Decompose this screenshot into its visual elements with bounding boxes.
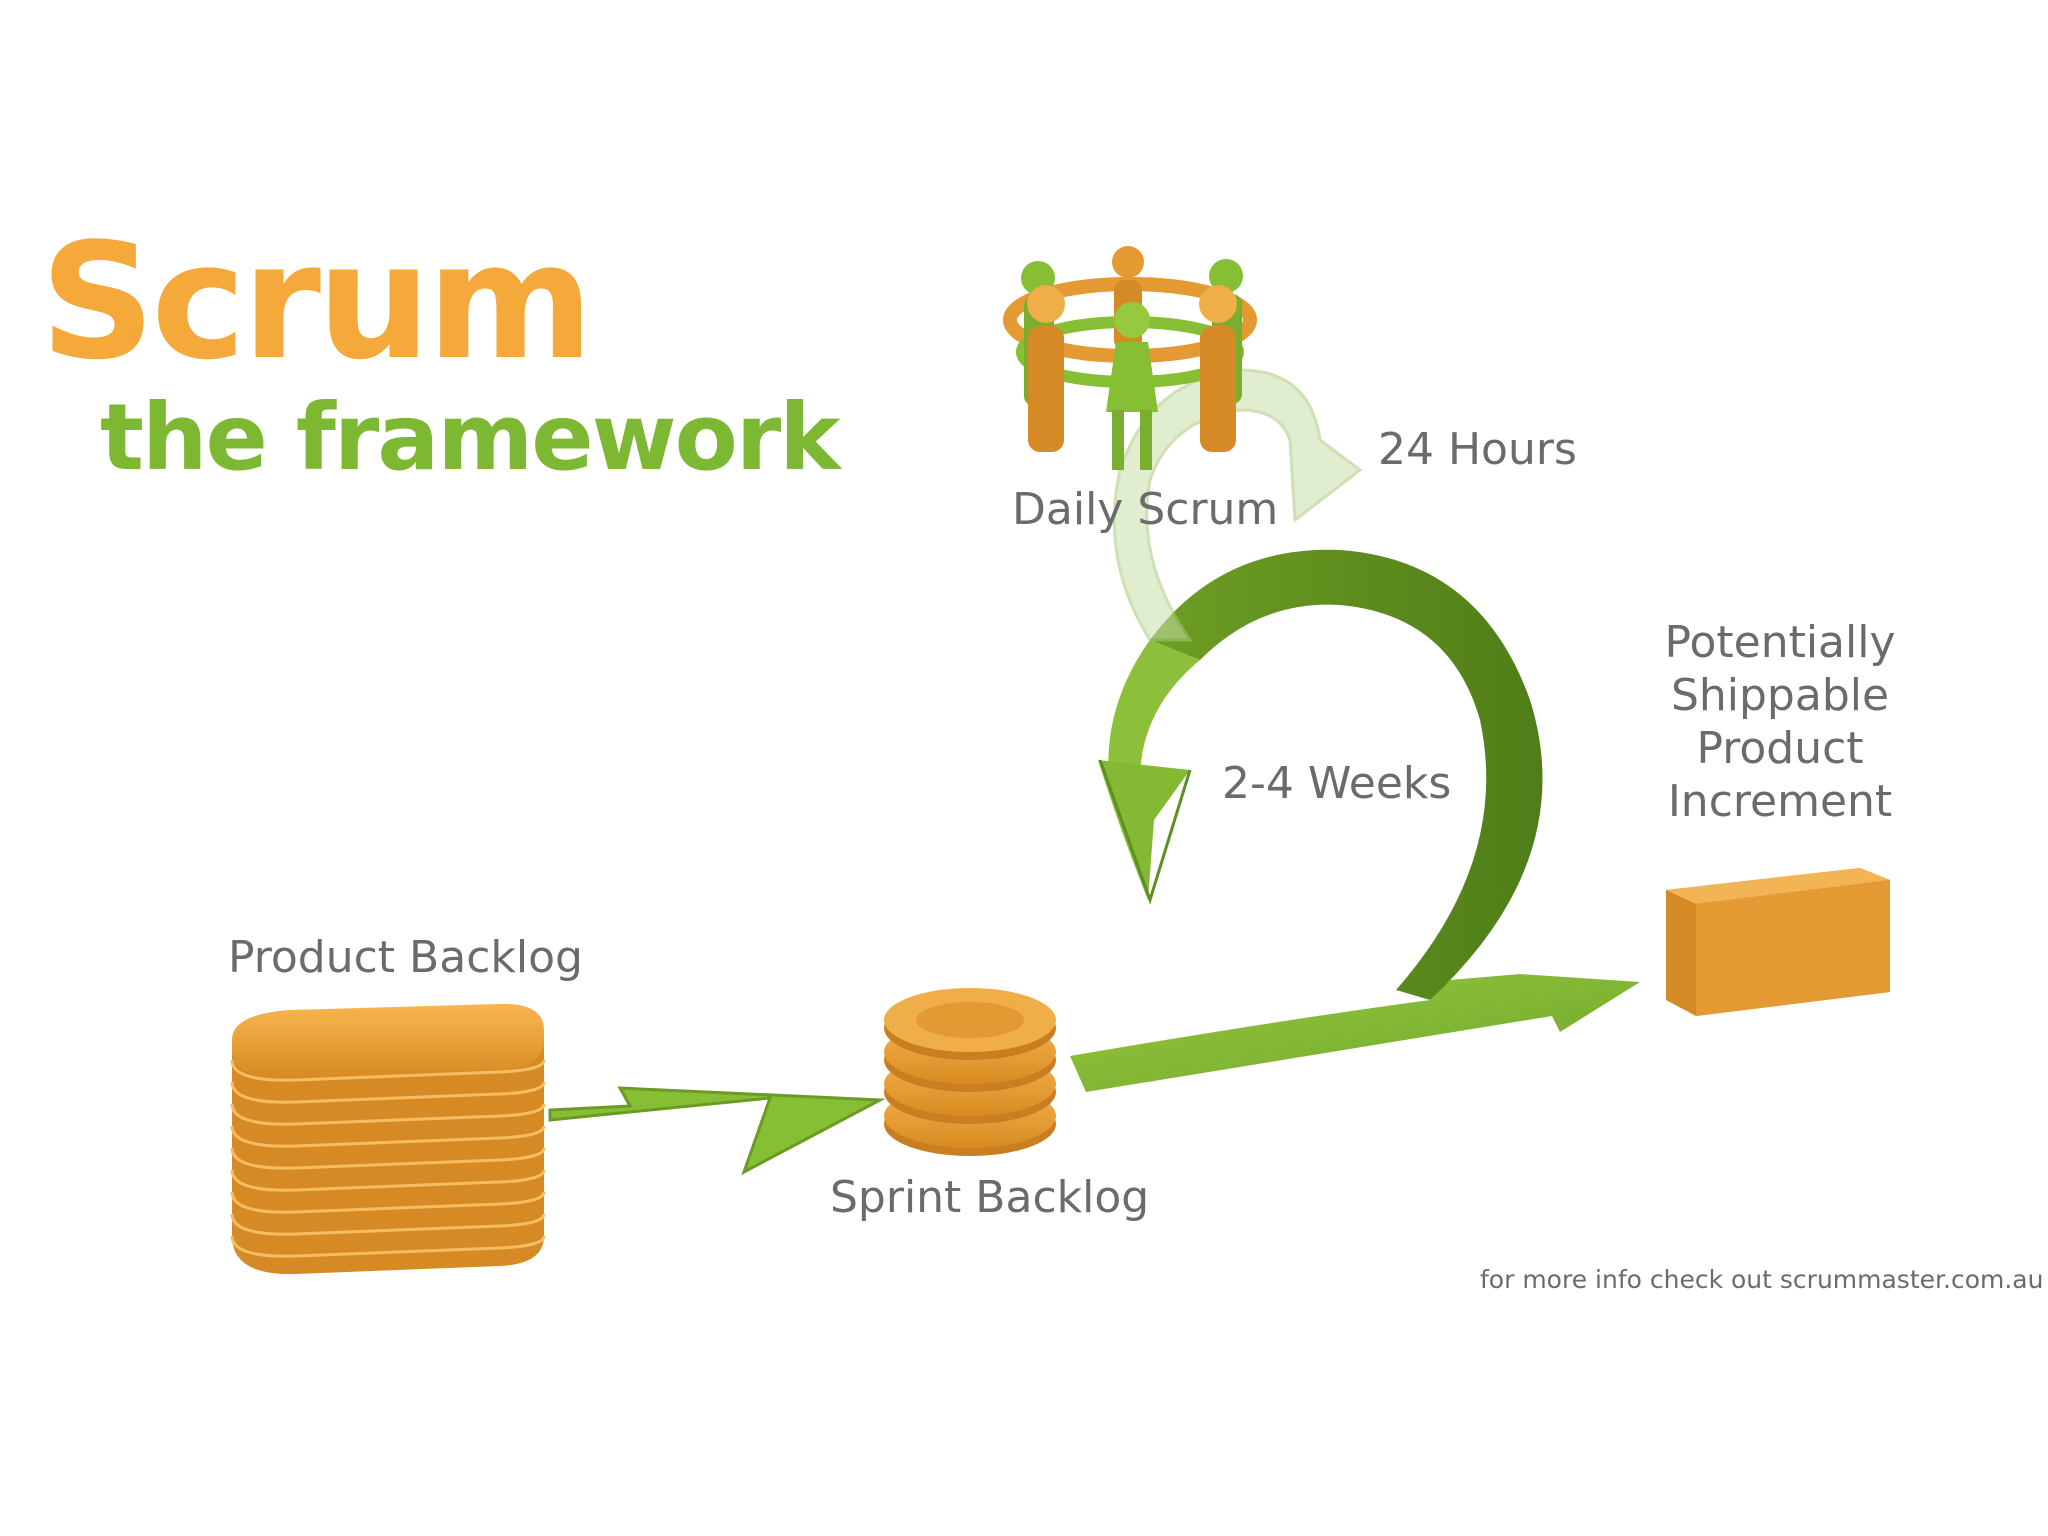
product-backlog-stack-icon — [230, 1003, 546, 1275]
product-backlog-label: Product Backlog — [228, 932, 583, 983]
page-subtitle: the framework — [100, 384, 840, 491]
daily-cycle-arrow-icon — [1112, 368, 1363, 642]
page-title: Scrum — [40, 208, 594, 395]
increment-label-line: Shippable — [1670, 670, 1890, 721]
increment-label: Potentially Shippable Product Increment — [1640, 616, 1920, 828]
hours-label: 24 Hours — [1378, 424, 1577, 475]
sprint-cycle-arrow-icon — [1070, 549, 1640, 1092]
increment-box-icon — [1666, 868, 1890, 1016]
daily-scrum-label: Daily Scrum — [1012, 484, 1279, 535]
increment-label-line: Potentially — [1664, 617, 1896, 668]
sprint-backlog-label: Sprint Backlog — [830, 1172, 1150, 1223]
increment-label-line: Product — [1696, 723, 1864, 774]
sprint-backlog-coins-icon — [884, 988, 1056, 1156]
daily-scrum-people-icon — [1003, 246, 1257, 470]
weeks-label: 2-4 Weeks — [1222, 758, 1452, 809]
footer-note: for more info check out scrummaster.com.… — [1480, 1265, 2044, 1294]
increment-label-line: Increment — [1667, 776, 1893, 827]
arrow-to-sprint-icon — [550, 1088, 880, 1172]
